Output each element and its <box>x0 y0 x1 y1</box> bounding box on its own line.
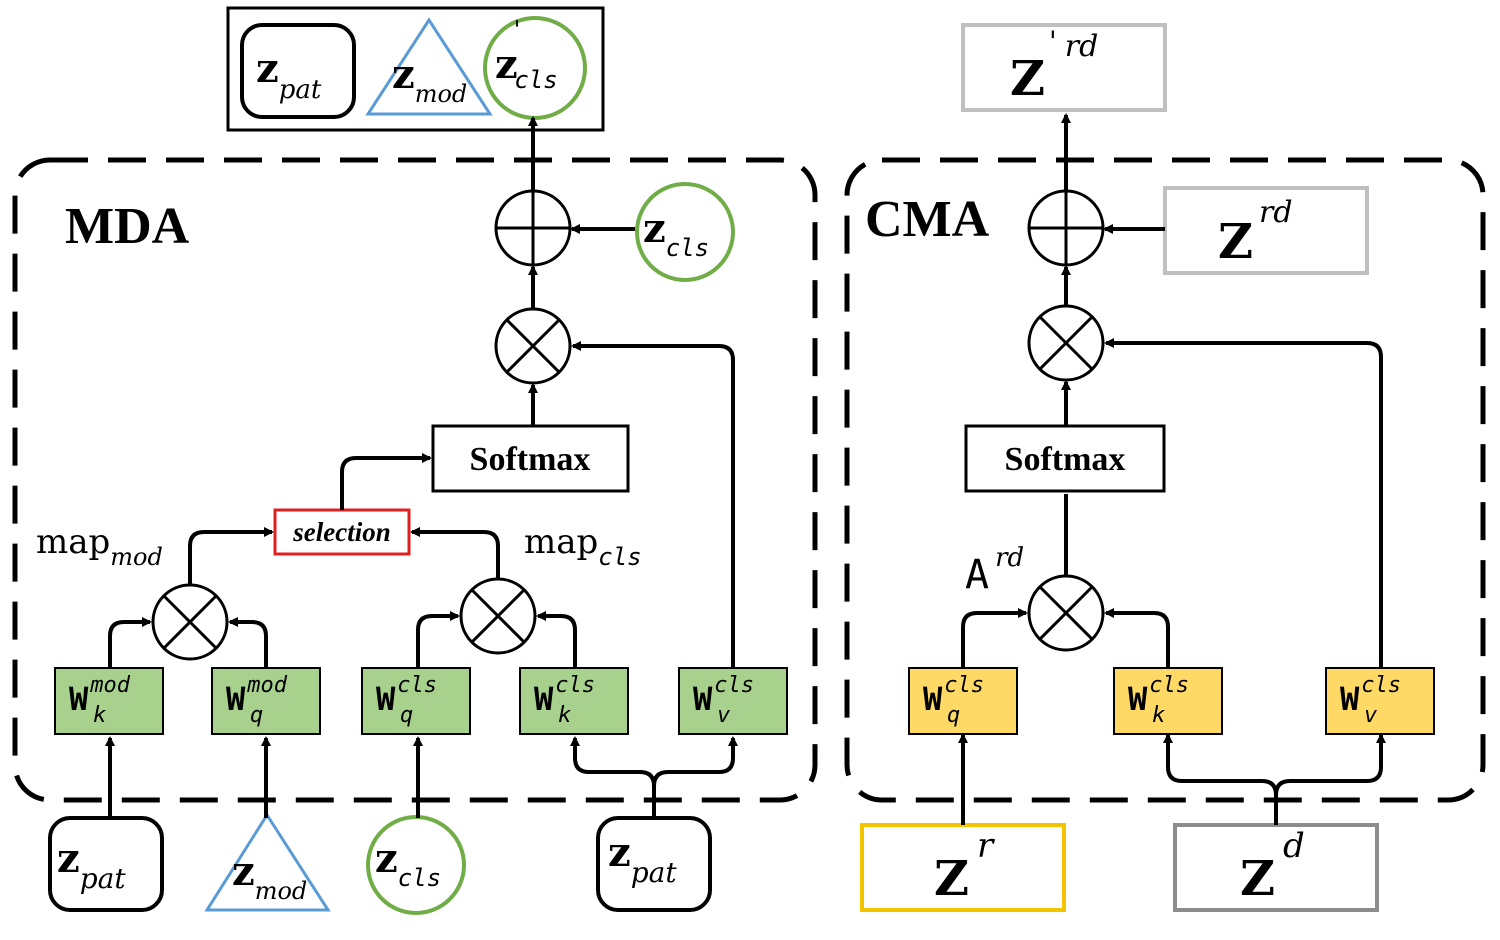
cma-residual-box <box>1163 186 1369 275</box>
in-zcls-label: zcls <box>375 835 441 892</box>
in-zpat-1-box <box>48 816 164 912</box>
cma-softmax-label: Softmax <box>1005 441 1126 478</box>
mda-multiply-node-mod <box>151 583 229 661</box>
out-zpat-label: zpat <box>256 45 322 105</box>
mda-sum-node <box>494 189 572 267</box>
mda-softmax-box <box>431 424 630 493</box>
mda-output-box <box>226 6 605 132</box>
mda-multiply-node-cls <box>459 577 537 655</box>
cma-input-zd-label: Zd <box>1240 826 1305 907</box>
cma-dashed-border <box>844 157 1486 803</box>
mda-softmax-label: Softmax <box>470 441 591 478</box>
mda-connectors <box>105 116 738 818</box>
in-zmod-label: zmod <box>232 848 307 905</box>
cma-residual-label: Zrd <box>1218 195 1293 270</box>
in-zpat-1-label: zpat <box>57 835 126 895</box>
mda-residual-zcls-label: zcls <box>643 205 709 262</box>
out-zpat-box <box>240 23 356 119</box>
map-cls-label: mapcls <box>524 522 642 571</box>
in-zpat-2-label: zpat <box>608 829 677 889</box>
mda-selection-label: selection <box>292 517 390 547</box>
out-zcls-prime-label: z'cls <box>495 16 558 94</box>
cma-multiply-node-bottom <box>1027 574 1105 652</box>
in-zmod-triangle <box>204 812 331 912</box>
mda-residual-zcls-circle <box>635 182 735 282</box>
cma-sum-node <box>1027 189 1105 267</box>
mda-title: MDA <box>65 198 190 255</box>
cma-input-zr-box <box>860 823 1066 912</box>
map-mod-label: mapmod <box>36 522 163 571</box>
cma-connectors <box>958 113 1386 825</box>
cma-input-zd-box <box>1173 823 1379 912</box>
cma-multiply-node-top <box>1027 304 1105 382</box>
cma-input-zr-label: Zr <box>934 826 995 907</box>
mda-dashed-border <box>12 157 818 803</box>
cma-title: CMA <box>865 191 990 248</box>
out-zmod-label: zmod <box>392 51 467 108</box>
mda-panel: MDA zpat zmod z'cls zcls <box>12 6 818 915</box>
mda-multiply-node-top <box>494 307 572 385</box>
cma-output-label: Z'rd <box>1010 25 1098 107</box>
cma-output-box <box>961 23 1167 112</box>
out-zmod-triangle <box>365 17 493 116</box>
